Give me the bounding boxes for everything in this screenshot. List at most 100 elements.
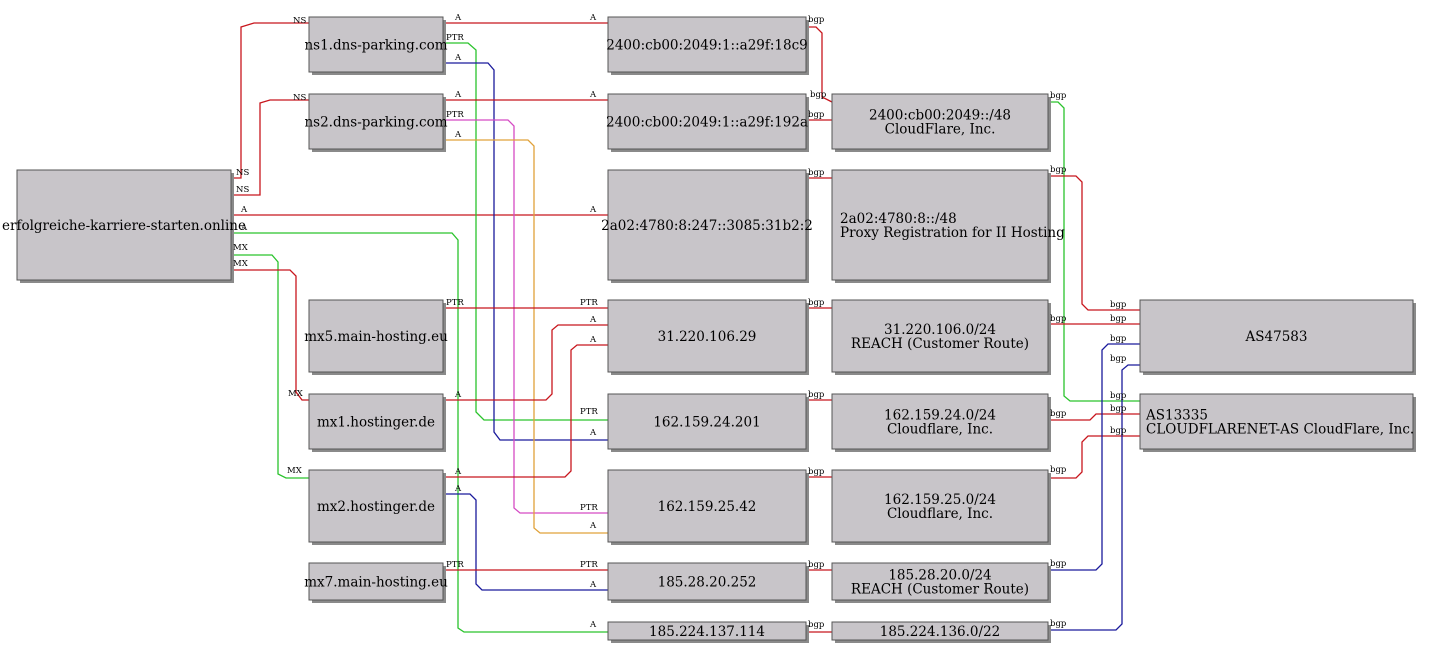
- edge-label: PTR: [580, 298, 598, 308]
- node-label: 31.220.106.0/24: [884, 322, 996, 338]
- edge-mx2-to-ip31: [443, 344, 608, 478]
- node-label: 162.159.25.0/24: [884, 492, 996, 508]
- edge-label: PTR: [446, 110, 464, 120]
- node-label: mx5.main-hosting.eu: [304, 329, 448, 345]
- node-ip162a[interactable]: 162.159.24.201: [607, 393, 809, 452]
- node-mx5[interactable]: mx5.main-hosting.eu: [304, 299, 448, 375]
- edge-label: bgp: [1050, 165, 1067, 175]
- edge-label: A: [454, 390, 462, 400]
- node-ip185a[interactable]: 185.28.20.252: [607, 562, 809, 603]
- node-label: mx1.hostinger.de: [317, 415, 435, 431]
- edge-label: A: [589, 90, 597, 100]
- edge-label: bgp: [1050, 91, 1067, 101]
- node-as47583[interactable]: AS47583: [1139, 299, 1416, 375]
- edge-label: bgp: [1110, 300, 1127, 310]
- edge-label: MX: [233, 259, 249, 269]
- node-box: [308, 562, 444, 601]
- edge-label: PTR: [580, 407, 598, 417]
- edge-ns2-to-ip162b: [443, 119, 608, 514]
- edge-label: MX: [287, 466, 303, 476]
- node-box: [308, 16, 444, 73]
- node-ns1[interactable]: ns1.dns-parking.com: [304, 16, 448, 75]
- edge-net185a-to-as47583: [1048, 343, 1140, 571]
- node-label: AS13335: [1145, 408, 1208, 424]
- edge-label: bgp: [1110, 391, 1127, 401]
- node-box: [831, 393, 1049, 450]
- edge-label: bgp: [808, 168, 825, 178]
- edge-label: NS: [293, 16, 306, 26]
- edge-domain-to-ns1: [231, 22, 309, 179]
- edge-label: MX: [288, 389, 304, 399]
- edge-label: bgp: [808, 110, 825, 120]
- edge-label: PTR: [580, 503, 598, 513]
- edge-domain-to-mx1: [231, 269, 309, 401]
- edge-label: bgp: [1110, 354, 1127, 364]
- node-box: [1139, 393, 1414, 450]
- edge-label: NS: [236, 185, 249, 195]
- node-box: [831, 299, 1049, 373]
- node-ns2[interactable]: ns2.dns-parking.com: [304, 93, 448, 152]
- node-box: [607, 93, 807, 150]
- node-label: 185.28.20.0/24: [888, 568, 991, 584]
- edge-ns2-to-ip162b: [443, 139, 608, 534]
- node-label: CloudFlare, Inc.: [885, 122, 996, 138]
- edge-label: A: [589, 335, 597, 345]
- edge-label: A: [454, 90, 462, 100]
- node-box: [607, 469, 807, 543]
- node-box: [1139, 299, 1414, 373]
- edge-label: bgp: [1110, 426, 1127, 436]
- node-box: [308, 93, 444, 150]
- node-box: [607, 299, 807, 373]
- node-mx2[interactable]: mx2.hostinger.de: [308, 469, 446, 545]
- node-label: 2400:cb00:2049::/48: [869, 108, 1011, 124]
- node-ip6b[interactable]: 2400:cb00:2049:1::a29f:192a: [606, 93, 809, 152]
- edge-ns1-to-ip162a: [443, 62, 608, 441]
- node-box: [607, 16, 807, 73]
- edge-net6cf-to-as13335: [1048, 101, 1140, 402]
- node-label: AS47583: [1245, 329, 1308, 345]
- node-label: 2a02:4780:8::/48: [840, 211, 957, 227]
- node-domain[interactable]: erfolgreiche-karriere-starten.online: [2, 169, 246, 283]
- edge-domain-to-ns2: [231, 99, 309, 196]
- edge-label: bgp: [1110, 314, 1127, 324]
- node-ip6c[interactable]: 2a02:4780:8:247::3085:31b2:2: [601, 169, 813, 283]
- node-net185b[interactable]: 185.224.136.0/22: [831, 621, 1051, 643]
- node-ip31[interactable]: 31.220.106.29: [607, 299, 809, 375]
- edge-label: NS: [236, 168, 249, 178]
- edge-label: bgp: [808, 467, 825, 477]
- edge-label: A: [589, 620, 597, 630]
- node-ip185b[interactable]: 185.224.137.114: [607, 621, 809, 643]
- node-label: 2a02:4780:8:247::3085:31b2:2: [601, 218, 813, 234]
- edges-layer: [231, 22, 1140, 633]
- edge-label: A: [589, 428, 597, 438]
- edge-label: bgp: [808, 390, 825, 400]
- node-mx1[interactable]: mx1.hostinger.de: [308, 393, 446, 452]
- node-label: 162.159.24.201: [653, 415, 760, 431]
- edge-label: MX: [233, 243, 249, 253]
- node-mx7[interactable]: mx7.main-hosting.eu: [304, 562, 448, 603]
- edge-label: NS: [293, 93, 306, 103]
- node-label: Cloudflare, Inc.: [887, 422, 993, 438]
- edge-label: A: [589, 205, 597, 215]
- node-label: REACH (Customer Route): [851, 336, 1029, 352]
- edge-label: A: [589, 580, 597, 590]
- node-box: [607, 562, 807, 601]
- node-label: Cloudflare, Inc.: [887, 506, 993, 522]
- node-label: 185.28.20.252: [658, 575, 757, 591]
- edge-label: PTR: [580, 560, 598, 570]
- node-ip6a[interactable]: 2400:cb00:2049:1::a29f:18c9: [606, 16, 809, 75]
- node-label: mx7.main-hosting.eu: [304, 575, 448, 591]
- node-ip162b[interactable]: 162.159.25.42: [607, 469, 809, 545]
- node-label: 2400:cb00:2049:1::a29f:18c9: [606, 38, 808, 54]
- node-box: [607, 169, 807, 281]
- edge-label: bgp: [1110, 404, 1127, 414]
- node-box: [16, 169, 232, 281]
- node-box: [308, 299, 444, 373]
